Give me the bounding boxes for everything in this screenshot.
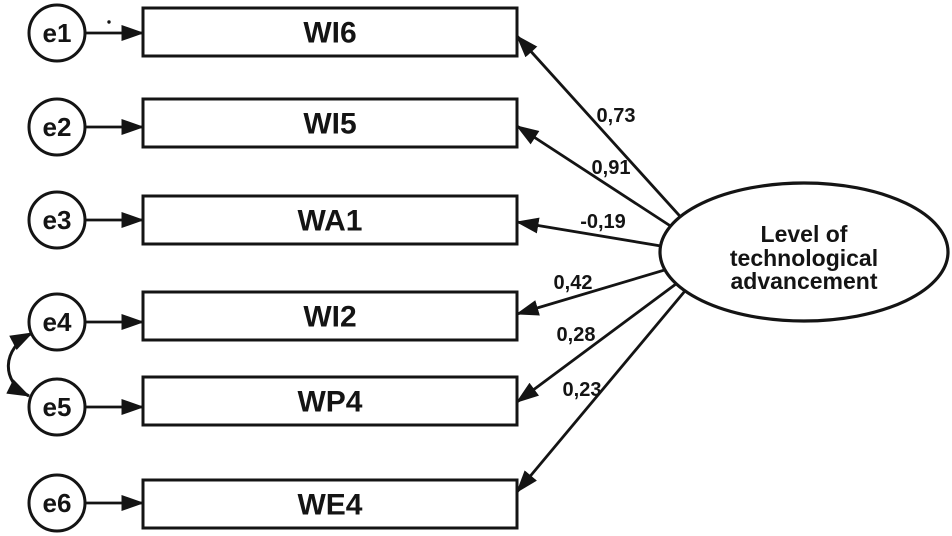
error-circle-e4 xyxy=(27,292,87,352)
error-label-e3: e3 xyxy=(43,205,72,235)
error-label-e6: e6 xyxy=(43,488,72,518)
latent-ellipse xyxy=(658,181,950,323)
indicator-label-wp4: WP4 xyxy=(297,386,362,419)
error-label-e4: e4 xyxy=(43,307,72,337)
nodes-layer xyxy=(27,3,950,533)
loading-coefficient-wi2: 0,42 xyxy=(554,272,593,294)
error-label-e2: e2 xyxy=(43,112,72,142)
indicator-label-wi2: WI2 xyxy=(303,301,356,334)
indicator-label-we4: WE4 xyxy=(297,489,362,522)
latent-label-line-0: Level of xyxy=(761,221,848,247)
indicator-rect-we4 xyxy=(141,478,519,530)
indicator-rect-wa1 xyxy=(141,194,519,246)
covariance-arrow-e4-e5 xyxy=(6,331,34,398)
indicator-rect-wi2 xyxy=(141,290,519,342)
loading-coefficient-wi5: 0,91 xyxy=(592,157,631,179)
error-circle-e6 xyxy=(27,473,87,533)
loading-coefficient-wa1: -0,19 xyxy=(580,211,626,233)
error-circle-e3 xyxy=(27,190,87,250)
indicator-rect-wi5 xyxy=(141,97,519,149)
loading-coefficient-we4: 0,23 xyxy=(563,379,602,401)
indicator-rect-wp4 xyxy=(141,375,519,427)
loading-coefficient-wp4: 0,28 xyxy=(557,324,596,346)
error-circle-e2 xyxy=(27,97,87,157)
error-circle-e5 xyxy=(27,377,87,437)
indicator-rect-wi6 xyxy=(141,6,519,58)
error-label-e1: e1 xyxy=(43,18,72,48)
indicator-label-wi6: WI6 xyxy=(303,17,356,50)
error-circle-e1 xyxy=(27,3,87,63)
loading-coefficient-wi6: 0,73 xyxy=(597,105,636,127)
error-label-e5: e5 xyxy=(43,392,72,422)
latent-label-line-2: advancement xyxy=(730,268,877,294)
indicator-label-wi5: WI5 xyxy=(303,108,356,141)
loading-arrow-we4 xyxy=(515,254,717,494)
latent-label-line-1: technological xyxy=(730,245,878,271)
stray-dot xyxy=(107,20,111,24)
indicator-label-wa1: WA1 xyxy=(297,205,362,238)
